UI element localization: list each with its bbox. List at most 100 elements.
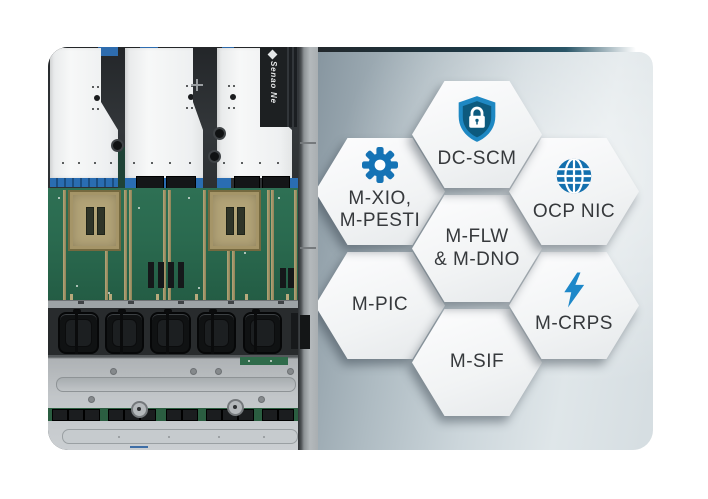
screw xyxy=(88,396,95,403)
decor-dot xyxy=(259,162,261,164)
guide-rail xyxy=(294,190,297,300)
guide-rail xyxy=(271,190,274,300)
shield-lock-icon xyxy=(458,96,496,142)
decor-dot xyxy=(241,162,243,164)
decor-dot xyxy=(233,85,235,87)
decor-dot xyxy=(78,162,80,164)
guide-rail xyxy=(129,190,132,300)
fan-opening xyxy=(157,319,184,347)
hex-dc-scm: DC-SCM xyxy=(412,81,542,188)
module-fastener xyxy=(188,94,194,100)
decor-dot xyxy=(151,162,153,164)
server-photo: Senao Ne xyxy=(48,47,318,450)
decor-dot xyxy=(277,162,279,164)
io-connector xyxy=(108,409,124,421)
io-connector xyxy=(262,409,278,421)
blue-connector-strip xyxy=(125,178,203,188)
gold-pin xyxy=(156,294,159,301)
motherboard-pcb xyxy=(48,188,298,302)
fan-opening xyxy=(65,319,92,347)
round-fastener xyxy=(213,127,226,140)
pcb-gap xyxy=(118,147,125,188)
fan-assembly xyxy=(48,308,303,355)
clip-hook xyxy=(252,309,260,313)
fan-module xyxy=(243,312,282,354)
fan-opening xyxy=(204,319,229,347)
decor-dot xyxy=(76,285,78,287)
io-connector xyxy=(278,409,294,421)
decor-dot xyxy=(92,108,94,110)
fan-module xyxy=(150,312,191,354)
fan-retention-clip xyxy=(254,309,257,354)
decor-dot xyxy=(188,197,190,199)
pcb-slot xyxy=(148,262,154,288)
decor-dot xyxy=(97,108,99,110)
gold-pin xyxy=(286,294,289,301)
fan-retention-clip xyxy=(166,309,169,354)
hex-m-flw-m-dno: M-FLW & M-DNO xyxy=(412,195,542,302)
decor-dot xyxy=(62,162,64,164)
decor-dot xyxy=(228,85,230,87)
hex-label: OCP NIC xyxy=(532,200,616,222)
socket-slot xyxy=(86,207,94,235)
divider-notch xyxy=(178,301,184,304)
wall-seam xyxy=(300,142,316,144)
screw xyxy=(110,368,117,375)
io-connector xyxy=(166,409,182,421)
decor-dot xyxy=(198,287,200,289)
cpu-socket-2 xyxy=(208,190,261,251)
hex-label: M-FLW & M-DNO xyxy=(434,226,520,270)
screw xyxy=(190,368,197,375)
fan-retention-clip xyxy=(120,309,123,354)
decor-dot xyxy=(278,197,280,199)
decor-dot xyxy=(218,436,220,438)
hex-ocp-nic: OCP NIC xyxy=(509,138,639,245)
divider-notch xyxy=(228,301,234,304)
io-connector xyxy=(84,409,100,421)
guide-rail xyxy=(124,190,127,300)
fan-retention-clip xyxy=(211,309,214,354)
heatsink-fins xyxy=(287,47,298,127)
screw xyxy=(215,368,222,375)
pcb-slot xyxy=(288,268,294,288)
gold-pin xyxy=(245,294,248,301)
blue-connector xyxy=(98,47,118,56)
clip-hook xyxy=(209,309,217,313)
eyelet-hole xyxy=(233,405,237,409)
chassis-slot xyxy=(56,377,296,392)
decor-dot xyxy=(108,292,110,294)
fan-module xyxy=(197,312,236,354)
gold-pin xyxy=(195,294,198,301)
screw xyxy=(287,368,294,375)
divider-notch xyxy=(278,301,284,304)
clip-hook xyxy=(118,309,126,313)
guide-rail xyxy=(63,190,66,300)
screw xyxy=(258,396,265,403)
blue-connector-strip xyxy=(217,178,231,188)
round-fastener xyxy=(208,150,221,163)
decor-dot xyxy=(133,162,135,164)
divider-notch xyxy=(78,301,84,304)
fan-retention-clip xyxy=(75,309,78,354)
chassis-right-wall xyxy=(298,47,318,450)
module-fastener xyxy=(94,95,100,101)
chassis-bottom xyxy=(48,355,298,450)
decor-dot xyxy=(186,107,188,109)
pcb-slot xyxy=(178,262,184,288)
io-connector xyxy=(182,409,198,421)
decor-dot xyxy=(244,252,246,254)
guide-rail xyxy=(168,190,171,300)
brand-vertical-text: Senao Ne xyxy=(269,61,278,104)
decor-dot xyxy=(92,86,94,88)
decor-dot xyxy=(118,436,120,438)
socket-slot xyxy=(226,207,234,235)
hex-label: M-CRPS xyxy=(535,312,613,334)
hex-panel: M-PIC M-XIO, M-PESTI xyxy=(318,52,653,450)
pcb-slot xyxy=(280,268,286,288)
decor-dot xyxy=(189,162,191,164)
round-fastener xyxy=(111,139,124,152)
hex-m-xio-m-pesti: M-XIO, M-PESTI xyxy=(318,138,445,245)
io-connector xyxy=(68,409,84,421)
guide-rail xyxy=(267,190,270,300)
